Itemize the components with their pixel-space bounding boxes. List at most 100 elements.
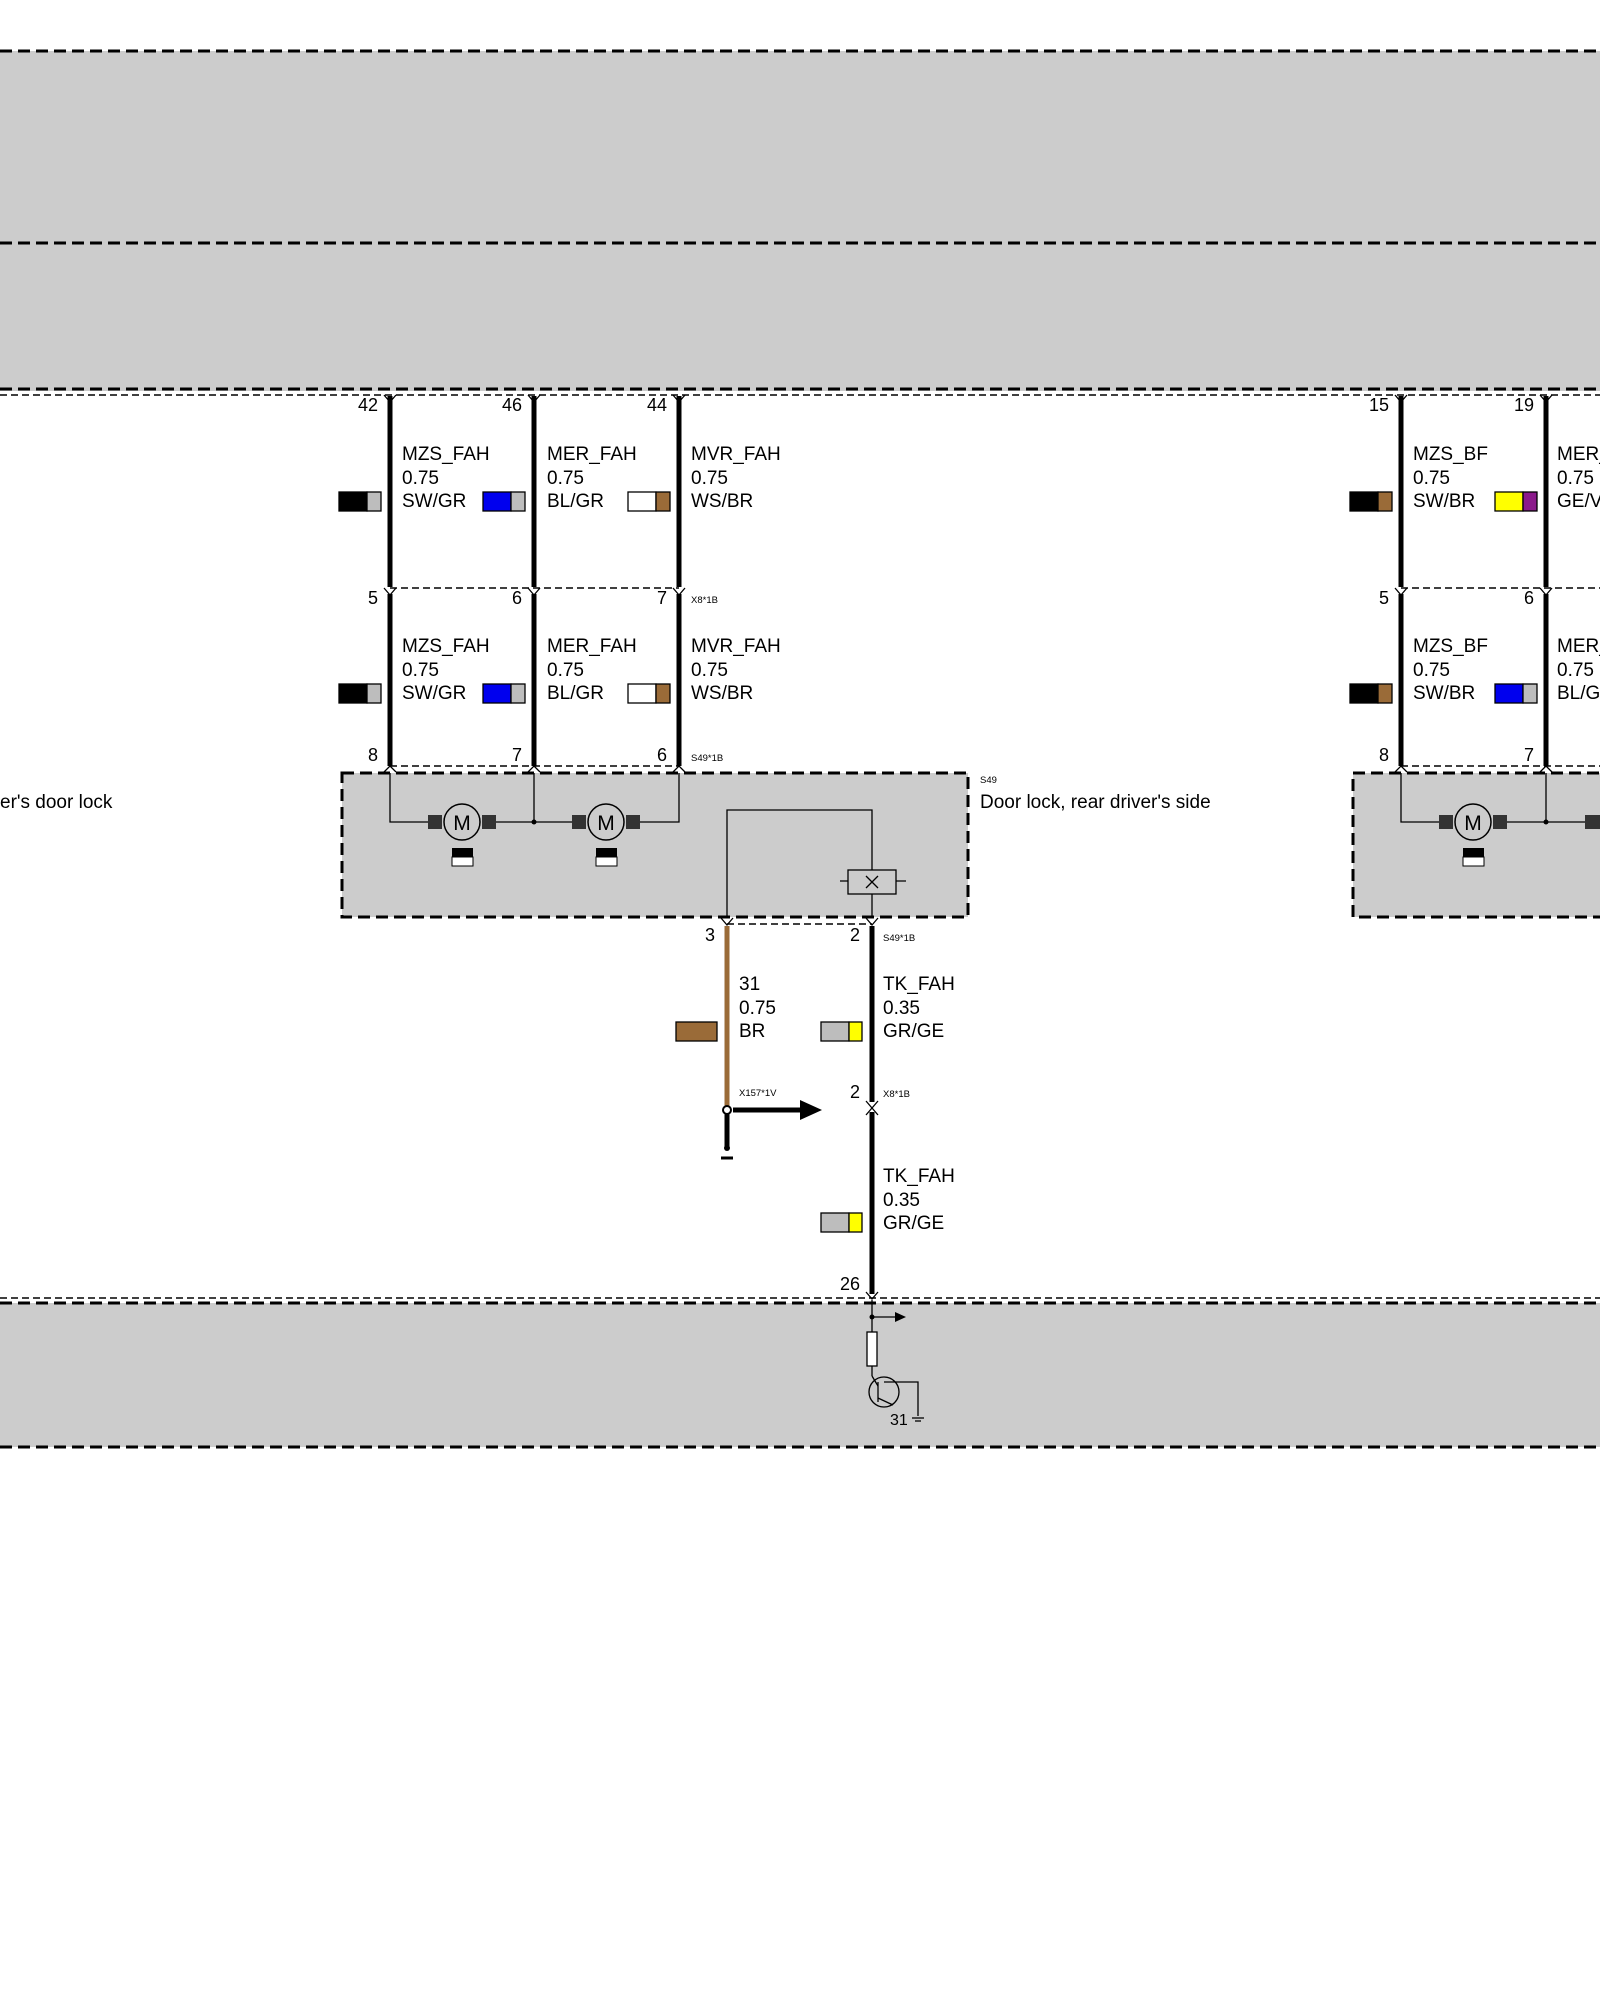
component-label: Door lock, rear driver's side [980,792,1211,813]
connector-label-x8-lower: X8*1B [883,1089,910,1100]
swatch-ge-vi [1494,491,1538,512]
lower-module-band [0,1303,1600,1447]
swatch-sw-gr [338,491,382,512]
wire-size: 0.75 [547,468,584,489]
x8-lower-connector [865,1100,879,1116]
wire-label-tk-fah-upper: TK_FAH 0.35 GR/GE [883,974,955,1042]
wire-name: 31 [739,974,760,995]
wire-label-mzs-bf-upper: MZS_BF 0.75 SW/BR [1413,444,1488,512]
wire-color-code: GE/V [1557,491,1600,512]
wire-label-mvr-fah-lower: MVR_FAH 0.75 WS/BR [691,636,781,704]
wire-size: 0.35 [883,998,920,1019]
swatch-bl-gr [1494,683,1538,704]
swatch-ws-br [627,491,671,512]
wire-size: 0.75 [547,660,584,681]
swatch-bl-gr [482,491,526,512]
wire-color-code: GR/GE [883,1021,944,1042]
component-id: S49 [980,775,997,786]
door-lock-component-right[interactable] [1351,771,1600,919]
wire-color-code: GR/GE [883,1213,944,1234]
swatch-ws-br [627,683,671,704]
wire-color-code: WS/BR [691,491,753,512]
wire-label-ground: 31 0.75 BR [739,974,776,1042]
wire-size: 0.35 [883,1190,920,1211]
wire-size: 0.75 [1413,660,1450,681]
pin-number: 2 [850,925,860,945]
pin-mark [527,394,541,403]
pin-number: 6 [512,588,522,608]
pin-number: 15 [1369,395,1389,415]
pin-number: 8 [368,745,378,765]
connector-label-s49-top: S49*1B [691,753,723,764]
pin-mark [383,587,397,596]
pin-mark [383,394,397,403]
pin-mark [527,765,541,773]
pin-number: 19 [1514,395,1534,415]
svg-text:M: M [453,812,471,835]
swatch-sw-gr [338,683,382,704]
color-swatches-lower [338,683,1538,704]
pin-mark [1394,394,1408,403]
wire-size: 0.75 [1413,468,1450,489]
pin-mark [672,394,686,403]
swatch-br [675,1021,718,1042]
wire-size: 0.75 [1557,660,1594,681]
door-lock-component[interactable] [340,771,970,919]
pin-number: 7 [512,745,522,765]
pin-number: 46 [502,395,522,415]
wire-color-code: SW/GR [402,491,466,512]
pin-number: 26 [840,1274,860,1294]
wire-name: MZS_BF [1413,636,1488,657]
ground-continuation-arrow-icon [721,1100,822,1160]
wire-label-mzs-fah-upper: MZS_FAH 0.75 SW/GR [402,444,490,512]
wire-name: MZS_FAH [402,444,490,465]
junction-dot [531,819,537,825]
door-contact-switch-icon [726,809,906,917]
upper-module-band [0,51,1600,391]
pin-mark [1539,765,1553,773]
wire-size: 0.75 [402,468,439,489]
door-lock-internals: M M [389,773,906,917]
transistor-output-icon [866,1300,924,1422]
swatch-sw-br [1349,491,1393,512]
wire-label-mer-bf-lower: MER_ 0.75 BL/G [1557,636,1600,704]
wire-size: 0.75 [691,660,728,681]
wire-size: 0.75 [1557,468,1594,489]
wire-label-mzs-fah-lower: MZS_FAH 0.75 SW/GR [402,636,490,704]
pin-marks-upper [383,394,1553,403]
wire-name: MZS_FAH [402,636,490,657]
wire-label-mer-fah-lower: MER_FAH 0.75 BL/GR [547,636,637,704]
wire-color-code: BR [739,1021,765,1042]
connector-label-s49-bottom: S49*1B [883,933,915,944]
wire-color-code: BL/GR [547,683,604,704]
motor-icon: M [1439,803,1507,867]
pin-number: 5 [368,588,378,608]
wire-size: 0.75 [691,468,728,489]
wire-color-code: SW/BR [1413,683,1475,704]
wire-name: MVR_FAH [691,444,781,465]
motor-icon: M [572,803,640,867]
pin-mark [1394,587,1408,596]
swatch-sw-br [1349,683,1393,704]
pin-number: 44 [647,395,667,415]
wire-label-mzs-bf-lower: MZS_BF 0.75 SW/BR [1413,636,1488,704]
pin-mark [1394,765,1408,773]
pin-number: 6 [1524,588,1534,608]
pin-mark [672,765,686,773]
left-component-label: er's door lock [0,792,113,813]
pin-number: 7 [1524,745,1534,765]
wire-name: MZS_BF [1413,444,1488,465]
wire-color-code: BL/G [1557,683,1600,704]
color-swatches-upper [338,491,1538,512]
swatch-gr-ge [820,1212,863,1233]
pin-marks-s49 [383,765,1553,773]
wire-name: TK_FAH [883,1166,955,1187]
pin-number: 5 [1379,588,1389,608]
pin-marks-x8 [383,587,1553,596]
wire-label-tk-fah-lower: TK_FAH 0.35 GR/GE [883,1166,955,1234]
motor-icon: M [428,803,496,867]
swatch-gr-ge [820,1021,863,1042]
pin-mark [672,587,686,596]
pin-number: 3 [705,925,715,945]
